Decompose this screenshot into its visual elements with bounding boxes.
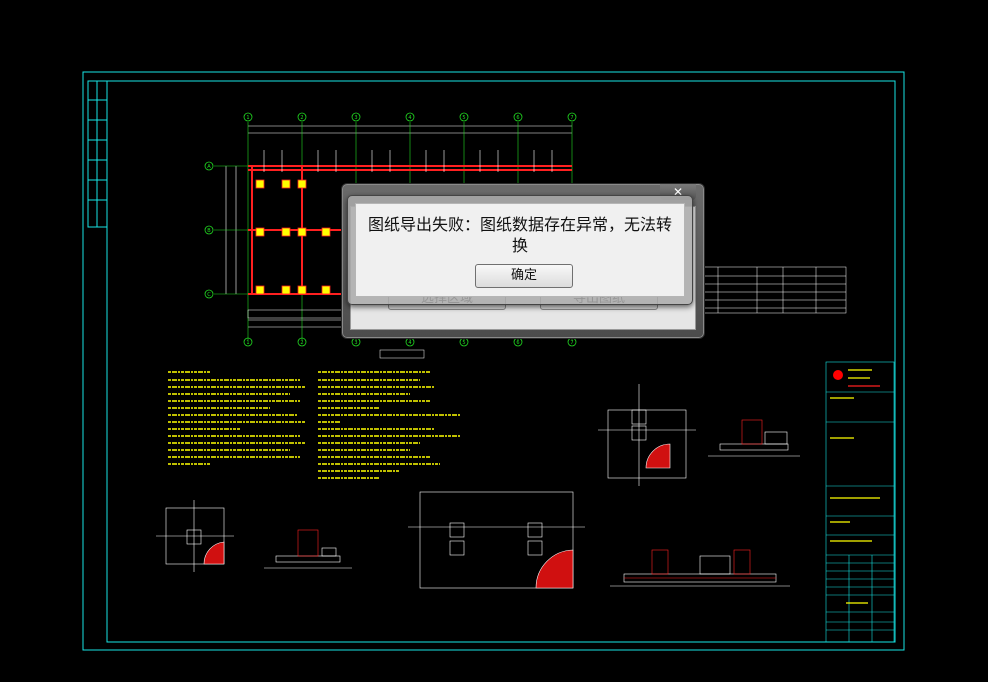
footing-section-1 [264,529,352,569]
axis-number-label: 3 [354,340,357,346]
footing-plan-1 [156,500,234,572]
axis-number-label: 3 [354,115,357,121]
axis-number-label: 4 [408,115,411,121]
axis-bubbles [204,112,577,347]
axis-letter-label: B [207,228,211,234]
ok-button[interactable]: 确定 [475,264,573,288]
axis-letter-label: C [207,292,211,298]
error-message-box: 图纸导出失败：图纸数据存在异常，无法转换 确定 [347,195,693,305]
axis-number-label: 1 [246,340,249,346]
axis-letter-label: A [207,164,211,170]
plan-columns [255,179,331,295]
drawing-outer-frame [82,71,905,651]
axis-number-label: 6 [516,115,519,121]
axis-number-label: 2 [300,115,303,121]
schedule-table [702,266,847,314]
axis-number-label: 6 [516,340,519,346]
error-message-panel: 图纸导出失败：图纸数据存在异常，无法转换 确定 [355,203,685,297]
axis-number-label: 1 [246,115,249,121]
footing-section-2 [708,419,800,457]
general-notes [168,371,460,479]
title-block [825,361,895,643]
axis-number-label: 2 [300,340,303,346]
binding-strip [87,80,108,228]
axis-number-label: 4 [408,340,411,346]
company-logo [833,370,843,380]
plan-title-box [379,349,425,359]
error-message-text: 图纸导出失败：图纸数据存在异常，无法转换 [367,215,672,255]
axis-number-label: 7 [570,340,573,346]
axis-number-label: 7 [570,115,573,121]
axis-number-label: 5 [462,115,465,121]
footing-section-3 [610,549,790,587]
footing-plan-3 [408,491,585,589]
plan-beam-ticks [263,150,553,172]
drawing-inner-frame [106,80,896,643]
axis-number-label: 5 [462,340,465,346]
footing-plan-2 [598,384,696,486]
